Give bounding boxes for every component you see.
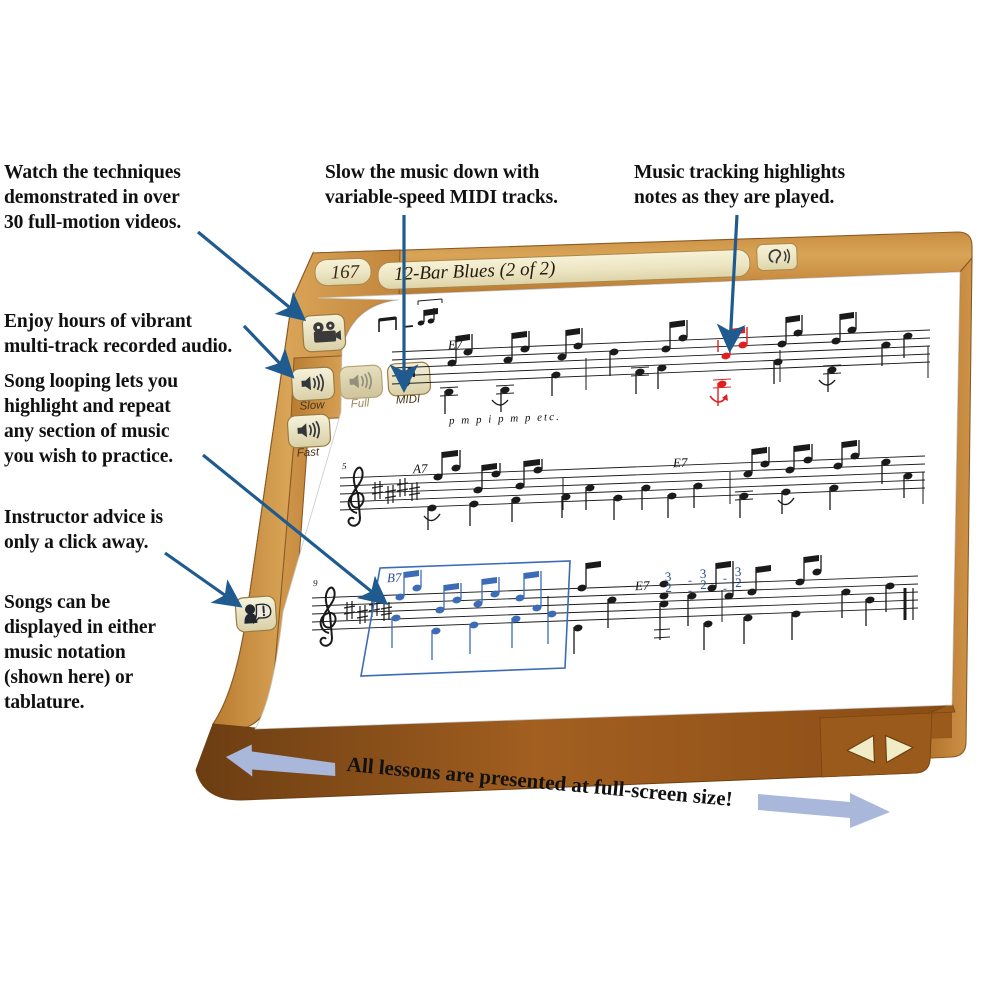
callout-notation-line-1: Songs can be: [4, 592, 111, 613]
chord-label-e7-2: E7: [672, 454, 688, 471]
film-camera-icon: [313, 321, 342, 343]
callout-tracking-line-2: notes as they are played.: [634, 187, 835, 208]
callout-audio: Enjoy hours of vibrant multi-track recor…: [4, 309, 232, 359]
callout-looping-line-4: you wish to practice.: [4, 446, 174, 467]
loop-selected-notes: [391, 570, 557, 660]
callout-midi-line-1: Slow the music down with: [325, 162, 540, 183]
callout-looping-line-2: highlight and repeat: [4, 396, 171, 417]
ear-icon: [768, 248, 791, 264]
callout-audio-line-1: Enjoy hours of vibrant: [4, 311, 192, 332]
fret-bottom-2: 2: [699, 576, 707, 593]
instructor-speech-bubble-icon: [244, 603, 272, 625]
instructor-advice-button[interactable]: [234, 595, 278, 633]
callout-looping: Song looping lets you highlight and repe…: [4, 369, 178, 469]
score-system-2: [339, 440, 926, 530]
next-button[interactable]: [884, 734, 914, 764]
callout-tracking: Music tracking highlights notes as they …: [634, 160, 845, 210]
fret-number-pair-1: 3 2: [664, 569, 672, 596]
speaker-icon: [301, 373, 324, 392]
callout-notation: Songs can be displayed in either music n…: [4, 590, 156, 715]
callout-midi: Slow the music down with variable-speed …: [325, 160, 558, 210]
loop-selection-box[interactable]: [360, 560, 571, 677]
measure-number-5: 5: [341, 460, 347, 472]
prev-triangle-icon: [846, 734, 876, 764]
score-system-3: [311, 555, 919, 677]
full-button[interactable]: [338, 364, 384, 400]
callout-advice: Instructor advice is only a click away.: [4, 505, 163, 555]
fret-number-pair-2: 3 2: [699, 566, 707, 593]
video-button[interactable]: [301, 313, 347, 353]
callout-notation-line-4: (shown here) or: [4, 667, 134, 688]
callout-tracking-line-1: Music tracking highlights: [634, 162, 845, 183]
fret-number-pair-3: 3 2: [734, 564, 742, 591]
callout-midi-line-2: variable-speed MIDI tracks.: [325, 187, 558, 208]
speaker-icon: [349, 371, 372, 390]
callout-advice-line-1: Instructor advice is: [4, 507, 164, 528]
chord-label-a7: A7: [412, 460, 428, 477]
next-triangle-icon: [884, 734, 914, 764]
chord-label-e7-3: E7: [634, 577, 650, 594]
swing-tempo-marking: [378, 298, 443, 332]
callout-videos-line-1: Watch the techniques: [4, 162, 181, 183]
fret-dash-4: -: [722, 580, 728, 596]
page-number: 167: [330, 261, 360, 284]
callout-audio-line-2: multi-track recorded audio.: [4, 336, 233, 357]
fast-button[interactable]: [286, 413, 332, 449]
listen-button[interactable]: [756, 242, 798, 272]
callout-notation-line-3: music notation: [4, 642, 126, 663]
callout-looping-line-3: any section of music: [4, 421, 170, 442]
music-score: [311, 298, 931, 677]
song-title-field[interactable]: [377, 249, 751, 290]
callout-notation-line-2: displayed in either: [4, 617, 156, 638]
callout-videos: Watch the techniques demonstrated in ove…: [4, 160, 181, 235]
prev-button[interactable]: [846, 734, 876, 764]
callout-notation-line-5: tablature.: [4, 692, 85, 713]
chord-label-b7: B7: [386, 569, 402, 586]
score-page: [254, 271, 961, 730]
chord-label-e7-1: E7: [447, 336, 463, 353]
measure-number-9: 9: [312, 577, 318, 589]
speaker-icon: [297, 420, 320, 439]
fret-bottom-3: 2: [734, 574, 742, 591]
slow-button[interactable]: [290, 366, 336, 402]
callout-videos-line-2: demonstrated in over: [4, 187, 180, 208]
callout-videos-line-3: 30 full-motion videos.: [4, 212, 182, 233]
callout-advice-line-2: only a click away.: [4, 532, 149, 553]
fret-dash-3: -: [687, 582, 693, 598]
callout-looping-line-1: Song looping lets you: [4, 371, 178, 392]
fret-bottom-1: 2: [664, 579, 672, 596]
page-number-pill: [314, 257, 372, 287]
